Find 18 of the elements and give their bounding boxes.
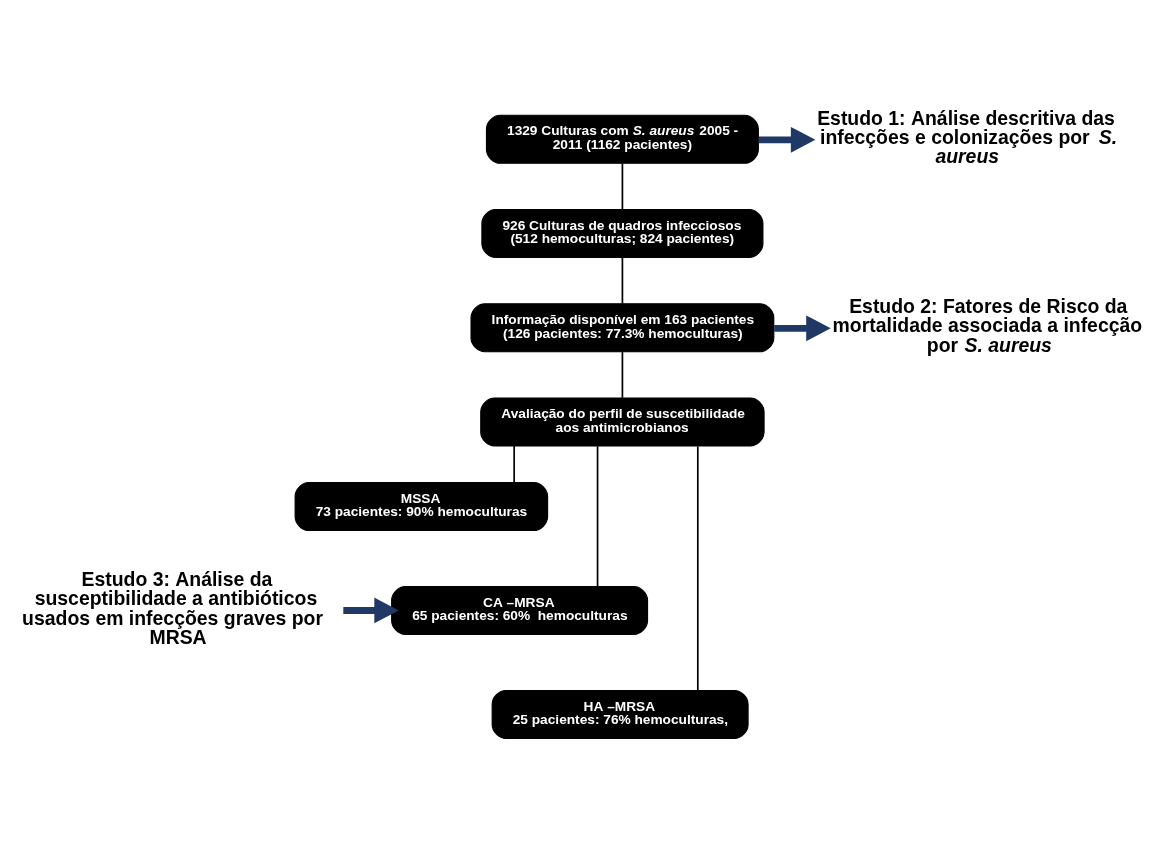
node-text: Estudo 2: Fatores de Risco da mortalidade associada a infecção por S. aureus — [832, 294, 1143, 356]
arrow — [758, 126, 816, 153]
node-box: 926 Culturas de quadros infecciosos (512 hemoculturas; 824 pacientes) — [481, 208, 764, 258]
node-text: Estudo 3: Análise da susceptibilidade a antibióticos usados em infecções graves por MRSA — [22, 567, 324, 648]
node-box: MSSA 73 pacientes: 90% hemoculturas — [294, 481, 549, 531]
node-text: Estudo 1: Análise descritiva das infecções e colonizações por S. aureus — [817, 106, 1118, 167]
node-box: HA –MRSA 25 pacientes: 76% hemoculturas, — [491, 689, 749, 739]
connector — [696, 445, 699, 691]
node-box: 1329 Culturas com S. aureus 2005 - 2011 (1162 pacientes) — [485, 114, 759, 164]
connector — [621, 162, 624, 210]
node-box: Informação disponível em 163 pacientes (126 pacientes: 77.3% hemoculturas) — [470, 302, 775, 352]
connector — [621, 256, 624, 304]
arrow — [774, 314, 831, 341]
connector — [621, 350, 624, 399]
connector — [513, 444, 516, 483]
connector — [596, 444, 599, 587]
node-box: CA –MRSA 65 pacientes: 60% hemoculturas — [391, 585, 649, 635]
node-box: Avaliação do perfil de suscetibilidade aos antimicrobianos — [480, 396, 765, 447]
